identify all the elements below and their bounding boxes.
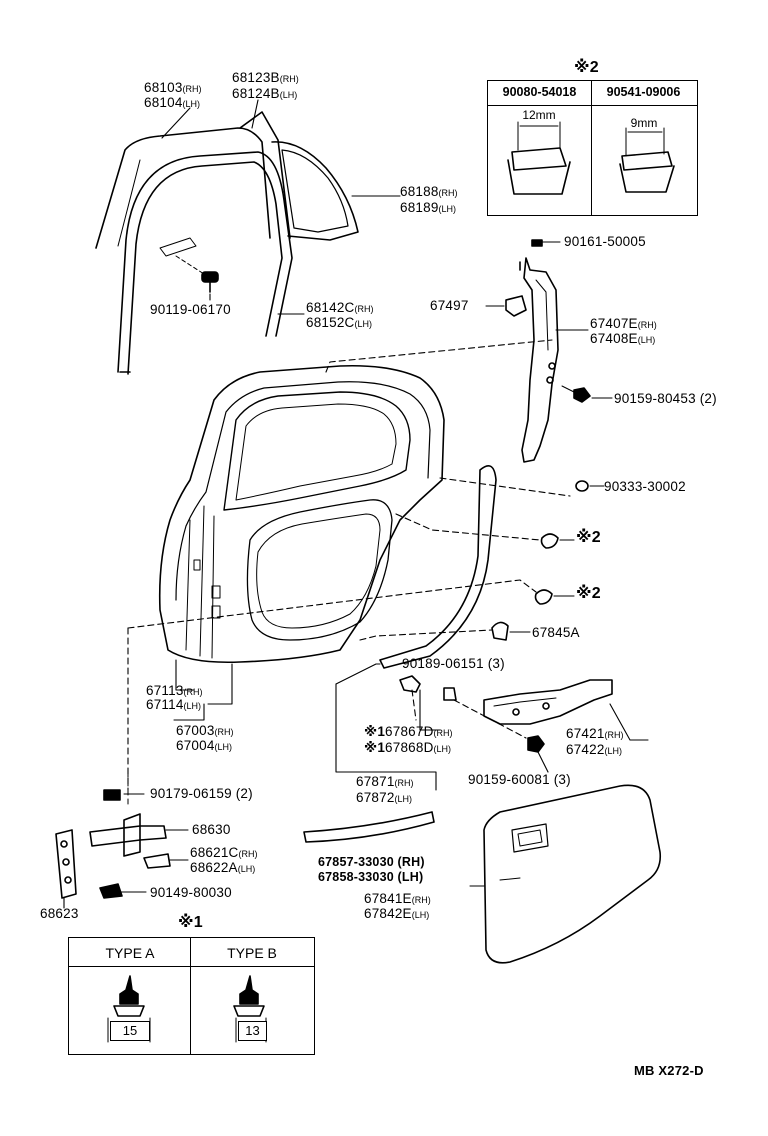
- note1-type-b-dim: 13: [238, 1021, 267, 1041]
- label-67841E: 67841E(RH): [364, 891, 431, 906]
- trim-board-drawing: [483, 784, 662, 964]
- label-67114: 67114(LH): [146, 697, 202, 712]
- label-68124B: 68124B(LH): [232, 86, 298, 101]
- weatherstrip-drawing: [379, 464, 497, 669]
- label-67857-33030: 67857-33030 (RH): [318, 855, 425, 869]
- label-67497: 67497: [430, 298, 469, 313]
- note1-type-b: TYPE B: [227, 945, 277, 961]
- note1-drawings: [107, 975, 267, 1043]
- note2-table: [487, 80, 698, 216]
- label-67004: 67004(LH): [176, 738, 233, 753]
- hinge-drawing: [55, 769, 171, 899]
- run-channel-drawing: [117, 151, 293, 375]
- label-67407E: 67407E(RH): [590, 316, 657, 331]
- label-68630: 68630: [192, 822, 231, 837]
- label-67871: 67871(RH): [356, 774, 414, 789]
- label-68123B: 68123B(RH): [232, 70, 299, 85]
- label-note2-ref-b: ※2: [576, 585, 601, 602]
- label-68103: 68103(RH): [144, 80, 202, 95]
- moulding-drawing: [303, 811, 435, 843]
- note1-type-a-dim: 15: [110, 1021, 150, 1041]
- regulator-drawing: [483, 679, 613, 725]
- label-67872: 67872(LH): [356, 790, 413, 805]
- label-90333-30002: 90333-30002: [604, 479, 686, 494]
- door-glass-drawing: [95, 127, 271, 249]
- label-68188: 68188(RH): [400, 184, 458, 199]
- label-67422: 67422(LH): [566, 742, 623, 757]
- label-68142C: 68142C(RH): [306, 300, 374, 315]
- door-shell-drawing: [158, 364, 445, 664]
- note2-col2-dim: 9mm: [630, 116, 658, 130]
- note1-title: ※1: [178, 914, 203, 931]
- note1-type-a: TYPE A: [105, 945, 155, 961]
- note2-title: ※2: [574, 59, 599, 76]
- label-67003: 67003(RH): [176, 723, 234, 738]
- label-67421: 67421(RH): [566, 726, 624, 741]
- label-90119-06170: 90119-06170: [150, 302, 231, 317]
- note2-col1-part: 90080-54018: [502, 85, 577, 99]
- door-frame-drawing: [505, 239, 591, 463]
- note2-col1-dim: 12mm: [522, 108, 556, 122]
- small-fasteners-drawing: [399, 480, 589, 753]
- label-67842E: 67842E(LH): [364, 906, 430, 921]
- label-67408E: 67408E(LH): [590, 331, 656, 346]
- label-68152C: 68152C(LH): [306, 315, 372, 330]
- note2-drawings: [507, 121, 675, 195]
- clip-90119-drawing: [159, 237, 219, 293]
- label-90179-06159: 90179-06159 (2): [150, 786, 253, 801]
- label-67858-33030: 67858-33030 (LH): [318, 870, 424, 884]
- note1-table: [68, 937, 315, 1055]
- quarter-glass-drawing: [239, 111, 359, 241]
- label-67845A: 67845A: [532, 625, 580, 640]
- label-90189-06151: 90189-06151 (3): [402, 656, 505, 671]
- label-note2-ref-a: ※2: [576, 529, 601, 546]
- label-68189: 68189(LH): [400, 200, 457, 215]
- label-67867D: ※167867D(RH): [364, 724, 453, 739]
- dashed-leaders: [127, 339, 571, 791]
- label-67113: 67113(RH): [146, 683, 203, 698]
- label-67868D: ※167868D(LH): [364, 740, 452, 755]
- label-90161-50005: 90161-50005: [564, 234, 646, 249]
- leader-lines: [63, 99, 649, 909]
- label-68623: 68623: [40, 906, 79, 921]
- label-90149-80030: 90149-80030: [150, 885, 232, 900]
- footer-code: MB X272-D: [634, 1063, 704, 1078]
- note2-col2-part: 90541-09006: [606, 85, 681, 99]
- label-90159-80453: 90159-80453 (2): [614, 391, 717, 406]
- label-68104: 68104(LH): [144, 95, 201, 110]
- label-90159-60081: 90159-60081 (3): [468, 772, 571, 787]
- label-68622A: 68622A(LH): [190, 860, 256, 875]
- label-68621C: 68621C(RH): [190, 845, 258, 860]
